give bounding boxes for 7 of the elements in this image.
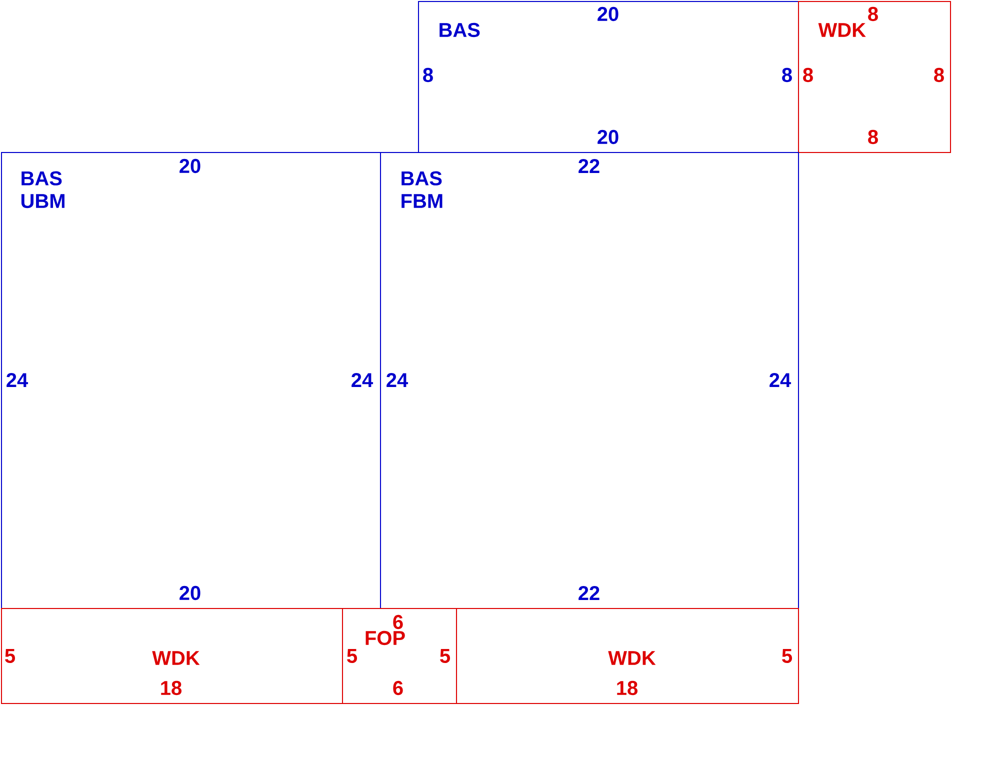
- room-box: BAS FBM 22 24 24 22: [380, 152, 799, 609]
- room-box: 5 WDK 18: [1, 608, 343, 704]
- room-box: BAS UBM 20 24 24 20: [1, 152, 381, 609]
- room-box: 20 BAS 8 8 20: [418, 1, 799, 153]
- room-box: 6 FOP 5 5 6: [342, 608, 457, 704]
- room-box: WDK 5 18: [456, 608, 799, 704]
- room-box: 8 WDK 8 8 8: [798, 1, 951, 153]
